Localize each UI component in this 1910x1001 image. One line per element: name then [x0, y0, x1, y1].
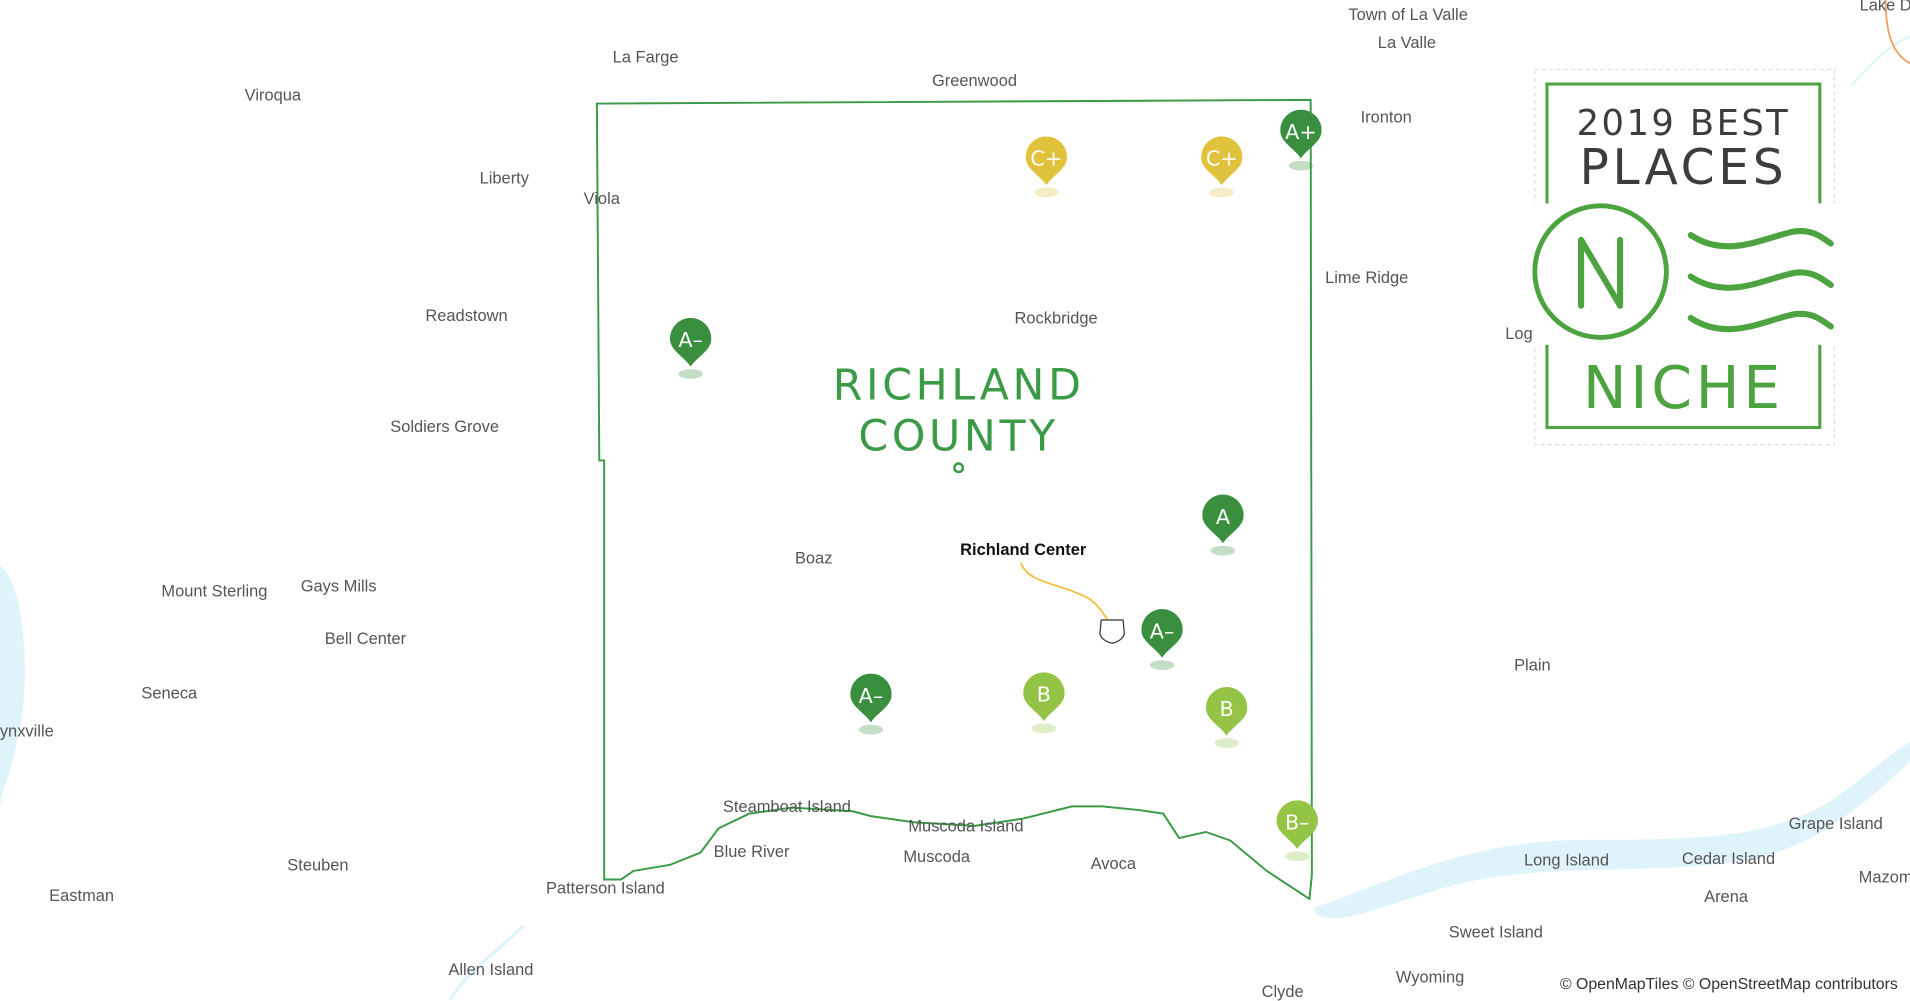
place-label: Rockbridge: [1014, 308, 1098, 328]
county-title-line2: COUNTY: [858, 412, 1059, 462]
grade-marker[interactable]: A: [1202, 494, 1244, 558]
place-label: Long Island: [1523, 850, 1609, 870]
grade-marker[interactable]: A–: [669, 317, 712, 381]
place-label: Lake D: [1859, 0, 1910, 15]
place-label: Viroqua: [244, 85, 302, 105]
place-label: Seneca: [141, 683, 198, 703]
grade-marker[interactable]: C+: [1025, 136, 1068, 199]
map-pin-icon: [1201, 136, 1243, 198]
place-label: La Valle: [1377, 33, 1437, 52]
grade-label: C+: [1205, 147, 1238, 172]
place-label: Steamboat Island: [722, 797, 851, 816]
grade-label: B: [1219, 697, 1234, 723]
map-pin-icon: [850, 673, 892, 735]
postmark-waves-icon: [1687, 227, 1834, 333]
grade-marker[interactable]: A–: [850, 673, 892, 737]
grade-marker[interactable]: B–: [1276, 800, 1318, 863]
place-label: Arena: [1704, 887, 1748, 906]
map-pin-icon: [1276, 800, 1318, 862]
county-center-marker: [953, 462, 965, 474]
grade-label: A–: [858, 684, 884, 709]
map-pin-icon: [1280, 109, 1322, 171]
lake-shore: [1884, 0, 1910, 65]
map-pin-icon: [1202, 494, 1244, 556]
grade-marker[interactable]: B: [1205, 687, 1248, 750]
grade-marker[interactable]: C+: [1201, 136, 1243, 199]
place-label: Richland Center: [960, 540, 1087, 559]
place-label: La Farge: [612, 48, 679, 67]
county-title-line1: RICHLAND: [832, 361, 1085, 411]
badge-line2: PLACES: [1580, 140, 1788, 196]
map-pin-icon: [669, 317, 712, 379]
place-label: Viola: [583, 189, 620, 208]
place-label: Muscoda Island: [908, 816, 1024, 836]
map-pin-icon: [1025, 136, 1068, 198]
place-label: Plain: [1514, 655, 1551, 675]
place-label: Avoca: [1090, 854, 1137, 873]
grade-label: C+: [1030, 147, 1063, 172]
place-label: Ironton: [1360, 107, 1412, 127]
place-label: Bell Center: [324, 629, 407, 648]
grade-label: A: [1215, 505, 1231, 530]
highway: [1019, 562, 1112, 626]
place-label: Lime Ridge: [1325, 268, 1409, 287]
badge-brand: NICHE: [1583, 354, 1784, 422]
place-label: Town of La Valle: [1348, 5, 1468, 24]
place-label: Mazom: [1858, 867, 1910, 887]
place-label: Boaz: [794, 548, 833, 568]
place-label: Muscoda: [903, 847, 971, 866]
place-label: Log: [1505, 324, 1533, 343]
map-attribution[interactable]: © OpenMapTiles © OpenStreetMap contribut…: [1559, 974, 1898, 993]
grade-label: A–: [1149, 620, 1175, 645]
highway-shield-icon: [1099, 619, 1125, 644]
place-label: Wyoming: [1395, 967, 1465, 987]
grade-label: A–: [678, 328, 703, 354]
place-label: Blue River: [713, 842, 790, 861]
map-pin-icon: [1023, 672, 1065, 734]
place-label: Sweet Island: [1448, 922, 1543, 941]
grade-marker[interactable]: A+: [1280, 109, 1322, 173]
map-pin-icon: [1205, 687, 1248, 748]
place-label: Patterson Island: [545, 878, 665, 898]
county-title: RICHLAND COUNTY: [833, 361, 1085, 463]
grade-marker[interactable]: A–: [1141, 609, 1183, 672]
place-label: Steuben: [287, 855, 349, 874]
place-label: Mount Sterling: [161, 581, 268, 600]
grade-label: B: [1036, 683, 1052, 708]
place-label: Allen Island: [448, 960, 534, 979]
grade-label: B–: [1284, 811, 1310, 836]
place-label: Liberty: [479, 168, 529, 187]
map-pin-icon: [1141, 609, 1183, 670]
place-label: Greenwood: [931, 71, 1017, 90]
place-label: Grape Island: [1788, 814, 1883, 833]
grade-label: A+: [1285, 120, 1317, 145]
place-label: Cedar Island: [1681, 849, 1776, 868]
niche-best-places-badge: 2019 BEST PLACES NICHE: [1532, 67, 1837, 447]
place-label: Soldiers Grove: [390, 417, 499, 436]
place-label: Readstown: [425, 306, 508, 325]
grade-marker[interactable]: B: [1023, 672, 1065, 735]
place-label: Clyde: [1261, 982, 1304, 1001]
place-label: Gays Mills: [300, 576, 377, 596]
place-label: Eastman: [49, 886, 115, 905]
badge-line1: 2019 BEST: [1577, 103, 1791, 144]
county-boundary: [595, 98, 1313, 901]
place-label: ynxville: [0, 721, 54, 740]
